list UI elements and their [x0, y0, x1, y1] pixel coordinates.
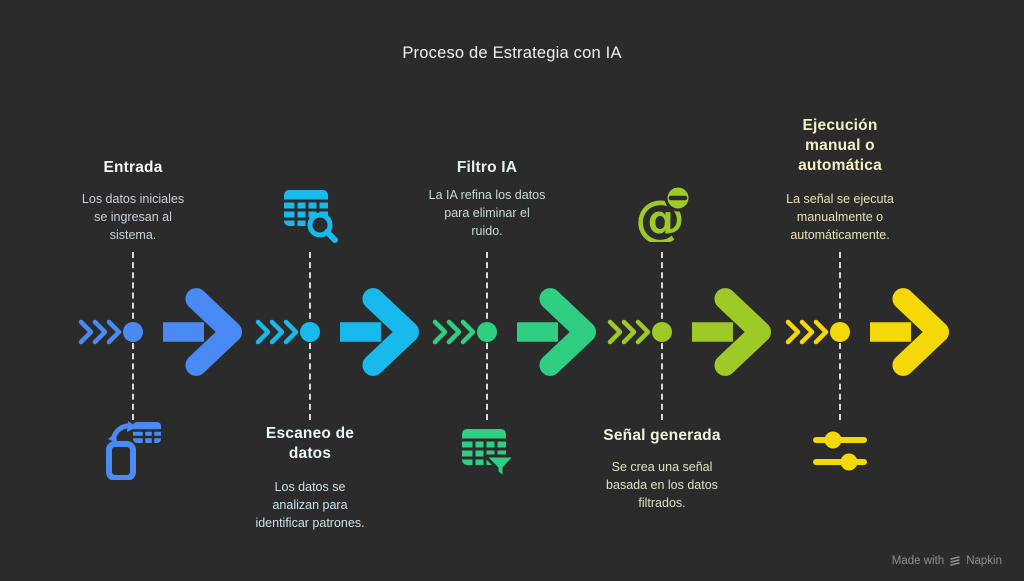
stage-description: La IA refina los datos para eliminar el … — [428, 188, 546, 239]
napkin-logo-icon — [950, 556, 960, 566]
stage-description: Los datos iniciales se ingresan al siste… — [81, 192, 185, 243]
flow-arrow-icon — [163, 288, 243, 376]
dashed-connector — [309, 252, 311, 420]
chevron-flow-icon — [432, 319, 476, 345]
device-sync-table-icon — [106, 421, 161, 480]
stage-description: Los datos se analizan para identificar p… — [255, 480, 365, 531]
chevron-flow-icon — [607, 319, 651, 345]
diagram-title: Proceso de Estrategia con IA — [402, 44, 622, 62]
stage-title: Señal generada — [603, 427, 721, 444]
timeline-dot — [123, 322, 143, 342]
flow-arrow-icon — [340, 288, 420, 376]
chevron-flow-icon — [78, 319, 122, 345]
dashed-connector — [661, 252, 663, 420]
timeline-dot — [300, 322, 320, 342]
timeline-dot — [830, 322, 850, 342]
made-with-label: Made with — [891, 555, 945, 567]
svg-text:@: @ — [635, 190, 685, 242]
stage-description: La señal se ejecuta manualmente o automá… — [786, 192, 894, 243]
at-sign-remove-icon: @ — [635, 184, 691, 242]
dashed-connector — [839, 252, 841, 420]
napkin-brand: Napkin — [966, 555, 1002, 567]
stage-title: Ejecución manual o automática — [798, 117, 882, 174]
flow-arrow-icon — [870, 288, 950, 376]
timeline-dot — [477, 322, 497, 342]
timeline-dot — [652, 322, 672, 342]
sliders-icon — [813, 431, 867, 471]
dashed-connector — [132, 252, 134, 420]
table-search-icon — [284, 190, 338, 243]
stage-title: Filtro IA — [456, 159, 518, 176]
flow-arrow-icon — [517, 288, 597, 376]
stage-description: Se crea una señal basada en los datos fi… — [606, 460, 718, 511]
table-filter-icon — [462, 429, 517, 480]
dashed-connector — [486, 252, 488, 420]
flow-arrow-icon — [692, 288, 772, 376]
made-with-napkin: Made with Napkin — [892, 555, 1002, 567]
chevron-flow-icon — [785, 319, 829, 345]
chevron-flow-icon — [255, 319, 299, 345]
stage-title: Escaneo de datos — [265, 425, 355, 462]
stage-title: Entrada — [103, 159, 163, 176]
